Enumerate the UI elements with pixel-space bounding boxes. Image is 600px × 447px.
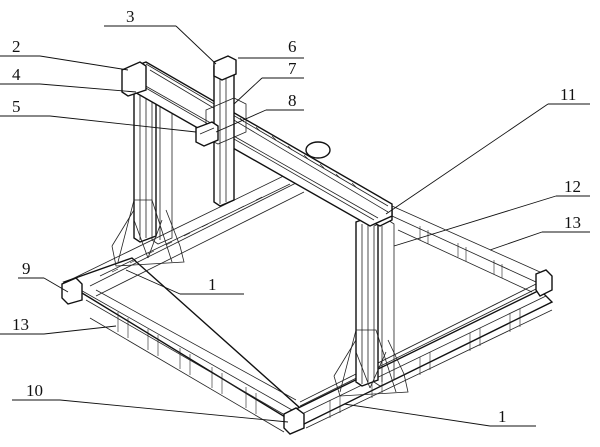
left-upright: [111, 81, 185, 267]
label-13-left: 13: [12, 315, 29, 334]
label-2: 2: [12, 37, 21, 56]
z-axis-top-block: [213, 55, 237, 81]
base-right-beam-bot: [305, 309, 553, 429]
part-labels: 3 6 7 8 2 4 5 11 12 13 9 1 13 10 1: [12, 7, 581, 426]
label-1-lower: 1: [498, 407, 507, 426]
rear-rail-1: [99, 183, 291, 277]
base-left-beam-struts: [117, 312, 257, 414]
label-3: 3: [126, 7, 135, 26]
leader-lines: [0, 25, 590, 427]
beam-motor: [305, 141, 331, 159]
corner-cap-right: [535, 269, 553, 297]
base-rear-left-beam-bot: [95, 191, 305, 297]
cross-beam-left-end: [121, 61, 147, 97]
base-front-left-beam-bot: [89, 317, 285, 433]
base-frame-outer-right: [288, 289, 554, 427]
base-left-rail-inner: [95, 289, 297, 401]
base-rear-right-beam-bot: [397, 229, 533, 293]
rear-rail-dashes: [111, 196, 263, 273]
base-rear-left-beam-top: [69, 167, 301, 281]
front-rail-1: [299, 283, 537, 403]
label-6: 6: [288, 37, 297, 56]
left-upright-post: [133, 81, 157, 243]
left-upright-brace: [117, 199, 173, 263]
base-right-beam-top: [299, 287, 539, 407]
base-frame: [61, 167, 554, 435]
base-front-left-beam-top: [69, 283, 293, 411]
base-frame-outer-left: [62, 257, 301, 421]
label-8: 8: [288, 91, 297, 110]
base-rear-right-beam-top: [391, 205, 541, 273]
corner-cap-9: [61, 277, 83, 305]
label-7: 7: [288, 59, 297, 78]
base-rear-right-beam-mid: [391, 215, 537, 283]
base-rear-left-beam-mid: [89, 179, 303, 287]
cross-beam-body: [123, 61, 393, 227]
label-5: 5: [12, 97, 21, 116]
label-10: 10: [26, 381, 43, 400]
corner-cap-10: [283, 407, 305, 435]
right-upright-brace: [339, 329, 397, 393]
tool-head: [195, 121, 219, 147]
label-1-upper: 1: [208, 275, 217, 294]
label-9: 9: [22, 259, 31, 278]
z-axis-carriage: [195, 55, 247, 207]
label-4: 4: [12, 65, 21, 84]
label-11: 11: [560, 85, 576, 104]
cross-beam-rack: [239, 117, 357, 188]
label-13-right: 13: [564, 213, 581, 232]
base-right-beam-mid: [301, 295, 547, 415]
top-cross-beam: [121, 61, 393, 227]
label-12: 12: [564, 177, 581, 196]
